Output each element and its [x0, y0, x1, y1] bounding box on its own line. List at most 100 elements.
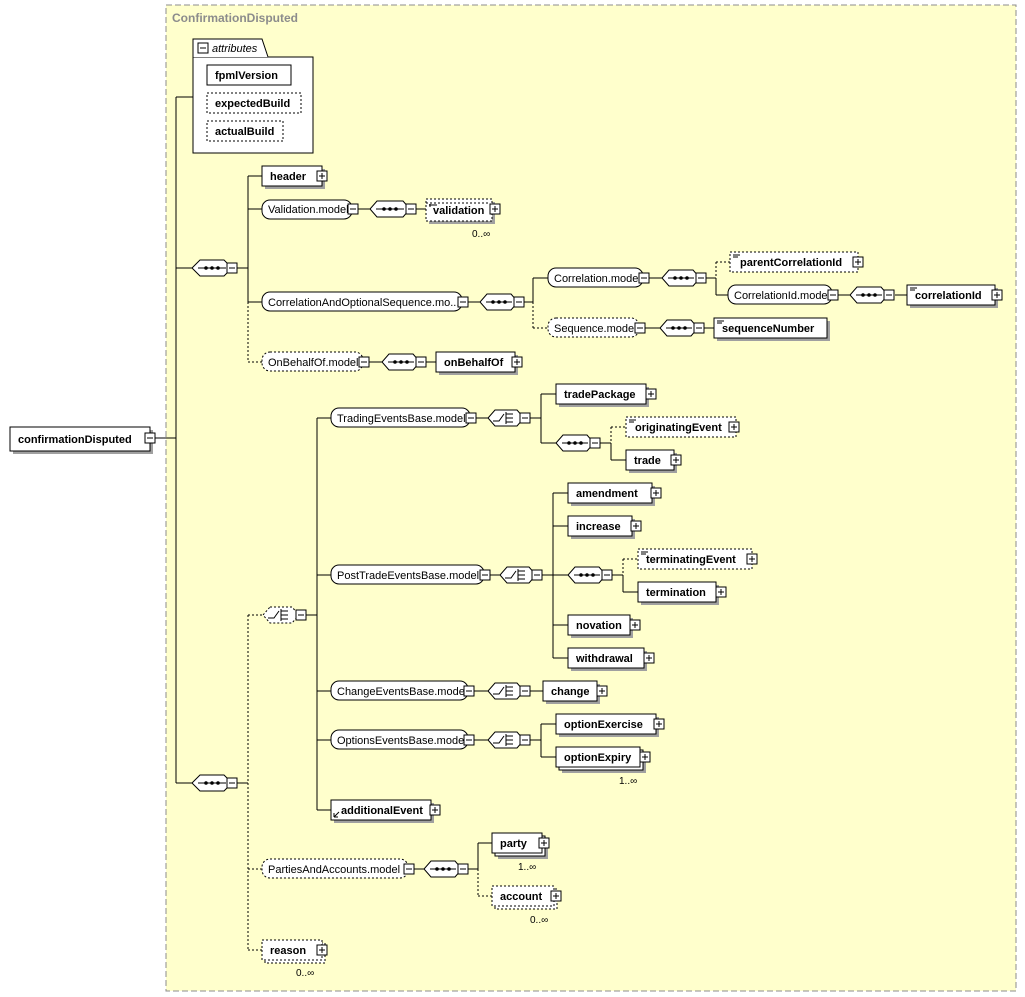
element-correlationId[interactable]: correlationId — [906, 284, 1003, 308]
expand-icon[interactable] — [538, 837, 550, 849]
svg-text:trade: trade — [634, 455, 661, 467]
element-header[interactable]: header — [261, 165, 328, 189]
element-optionExercise[interactable]: optionExercise — [555, 713, 665, 737]
element-terminatingEvent[interactable]: terminatingEvent — [637, 548, 758, 570]
group-sequence-model[interactable]: Sequence.model — [547, 317, 646, 338]
sequence-compositor-1[interactable] — [191, 259, 238, 277]
svg-text:0..∞: 0..∞ — [296, 968, 314, 979]
element-party[interactable]: party 1..∞ — [491, 832, 550, 873]
svg-text:PartiesAndAccounts.model: PartiesAndAccounts.model — [268, 864, 400, 876]
expand-icon[interactable] — [852, 256, 864, 268]
sequence-compositor-correlation-model[interactable] — [661, 269, 707, 287]
element-novation[interactable]: novation — [567, 614, 641, 638]
group-changeeventsbase-model[interactable]: ChangeEventsBase.model — [330, 680, 475, 701]
expand-icon[interactable] — [429, 804, 441, 816]
group-posttradeeventsbase-model[interactable]: PostTradeEventsBase.model — [330, 564, 491, 585]
sequence-compositor-posttrade[interactable] — [567, 566, 613, 584]
expand-icon[interactable] — [639, 751, 651, 763]
svg-text:Correlation.model: Correlation.model — [554, 273, 641, 285]
expand-icon[interactable] — [728, 421, 740, 433]
element-validation[interactable]: validation 0..∞ — [425, 198, 501, 240]
element-confirmationDisputed[interactable]: confirmationDisputed — [9, 426, 156, 454]
svg-text:OptionsEventsBase.model: OptionsEventsBase.model — [337, 735, 467, 747]
expand-icon[interactable] — [643, 652, 655, 664]
element-tradePackage[interactable]: tradePackage — [555, 383, 657, 407]
svg-text:attributes: attributes — [212, 43, 258, 55]
attribute-fpmlVersion[interactable]: fpmlVersion — [215, 70, 278, 82]
element-trade[interactable]: trade — [625, 449, 682, 473]
svg-text:validation: validation — [433, 205, 485, 217]
expand-icon[interactable] — [653, 718, 665, 730]
element-reason[interactable]: reason 0..∞ — [261, 939, 328, 979]
expand-icon[interactable] — [550, 890, 562, 902]
group-correlation-model[interactable]: Correlation.model — [547, 267, 650, 288]
svg-text:additionalEvent: additionalEvent — [341, 805, 423, 817]
expand-icon[interactable] — [991, 289, 1003, 301]
svg-text:amendment: amendment — [576, 488, 638, 500]
expand-icon[interactable] — [316, 170, 328, 182]
expand-icon[interactable] — [746, 553, 758, 565]
group-correlation-optional-sequence[interactable]: CorrelationAndOptionalSequence.mo... — [261, 291, 469, 312]
sequence-compositor-onbehalfof[interactable] — [381, 353, 427, 371]
element-parentCorrelationId[interactable]: parentCorrelationId — [729, 251, 864, 273]
group-partiesandaccounts-model[interactable]: PartiesAndAccounts.model — [261, 858, 415, 879]
element-termination[interactable]: termination — [637, 581, 727, 605]
svg-text:parentCorrelationId: parentCorrelationId — [740, 257, 842, 269]
sequence-compositor-correlationid[interactable] — [849, 286, 895, 304]
expand-icon[interactable] — [715, 586, 727, 598]
svg-text:optionExpiry: optionExpiry — [564, 752, 632, 764]
group-onbehalfof-model[interactable]: OnBehalfOf.model — [261, 351, 370, 372]
element-onBehalfOf[interactable]: onBehalfOf — [435, 351, 523, 375]
svg-text:account: account — [500, 891, 543, 903]
svg-text:PostTradeEventsBase.model: PostTradeEventsBase.model — [337, 570, 479, 582]
element-increase[interactable]: increase — [567, 515, 642, 539]
expand-icon[interactable] — [489, 203, 501, 215]
svg-text:increase: increase — [576, 521, 621, 533]
element-withdrawal[interactable]: withdrawal — [567, 647, 655, 671]
attribute-expectedBuild[interactable]: expectedBuild — [215, 98, 290, 110]
collapse-icon[interactable] — [197, 42, 209, 54]
expand-icon[interactable] — [670, 454, 682, 466]
svg-text:TradingEventsBase.model: TradingEventsBase.model — [337, 413, 466, 425]
svg-text:1..∞: 1..∞ — [619, 776, 637, 787]
svg-text:novation: novation — [576, 620, 622, 632]
group-optionseventsbase-model[interactable]: OptionsEventsBase.model — [330, 729, 475, 750]
attribute-actualBuild[interactable]: actualBuild — [215, 126, 274, 138]
choice-compositor-options[interactable] — [487, 731, 531, 749]
expand-icon[interactable] — [650, 487, 662, 499]
choice-compositor-posttrade[interactable] — [499, 566, 543, 584]
group-tradingeventsbase-model[interactable]: TradingEventsBase.model — [330, 407, 477, 428]
svg-text:terminatingEvent: terminatingEvent — [646, 554, 736, 566]
choice-compositor-change[interactable] — [487, 682, 531, 700]
sequence-compositor-sequence[interactable] — [659, 319, 705, 337]
svg-text:correlationId: correlationId — [915, 290, 982, 302]
group-validation-model[interactable]: Validation.model — [261, 199, 359, 220]
sequence-compositor-validation[interactable] — [369, 200, 417, 218]
sequence-compositor-2[interactable] — [191, 774, 238, 792]
collapse-icon[interactable] — [144, 432, 156, 444]
choice-compositor-events[interactable] — [262, 606, 307, 624]
element-account[interactable]: account 0..∞ — [491, 885, 562, 926]
element-change[interactable]: change — [542, 680, 608, 704]
sequence-compositor-trading[interactable] — [555, 434, 601, 452]
choice-compositor-trading[interactable] — [487, 409, 531, 427]
expand-icon[interactable] — [645, 388, 657, 400]
svg-text:change: change — [551, 686, 590, 698]
expand-icon[interactable] — [630, 520, 642, 532]
sequence-compositor-correlation[interactable] — [479, 293, 525, 311]
expand-icon[interactable] — [511, 356, 523, 368]
group-correlationid-model[interactable]: CorrelationId.model — [727, 284, 839, 305]
sequence-compositor-parties[interactable] — [423, 860, 469, 878]
context-title: ConfirmationDisputed — [172, 11, 298, 25]
expand-icon[interactable] — [629, 619, 641, 631]
element-amendment[interactable]: amendment — [567, 482, 662, 506]
element-optionExpiry[interactable]: optionExpiry 1..∞ — [555, 746, 651, 787]
svg-text:ChangeEventsBase.model: ChangeEventsBase.model — [337, 686, 467, 698]
element-sequenceNumber[interactable]: sequenceNumber — [713, 317, 830, 341]
element-additionalEvent[interactable]: additionalEvent — [330, 799, 441, 823]
element-originatingEvent[interactable]: originatingEvent — [625, 416, 740, 438]
expand-icon[interactable] — [596, 685, 608, 697]
svg-text:party: party — [500, 838, 528, 850]
expand-icon[interactable] — [316, 944, 328, 956]
